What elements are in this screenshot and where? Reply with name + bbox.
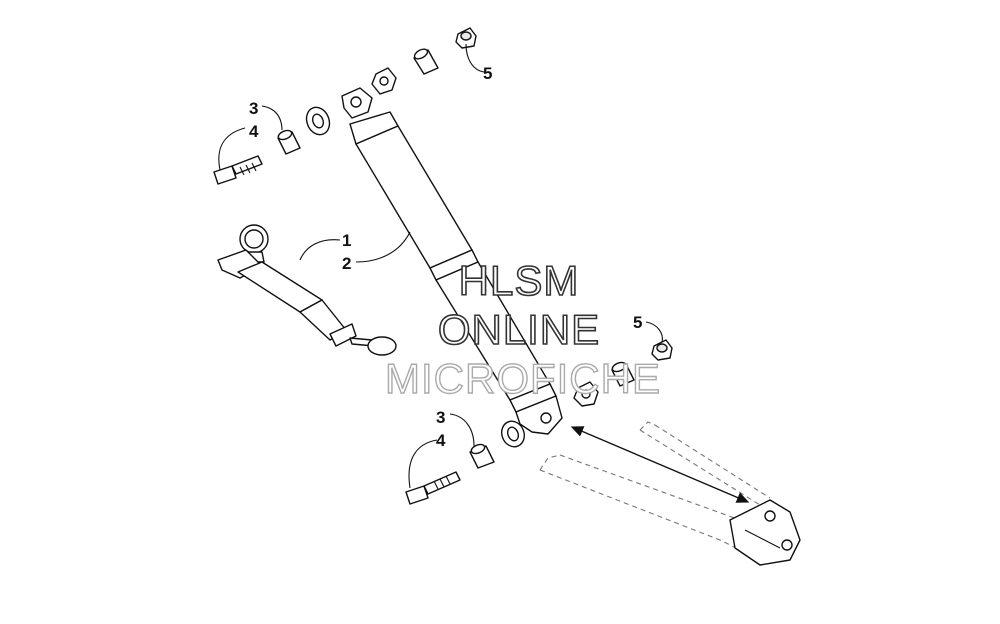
callout-5-bottom: 5 xyxy=(633,313,642,332)
a-arm-ghost xyxy=(539,421,801,566)
upper-bushing-right-icon xyxy=(413,48,439,75)
callout-1: 1 xyxy=(342,231,351,250)
callout-5-top: 5 xyxy=(483,64,492,83)
watermark-line2: ONLINE xyxy=(438,306,600,353)
lower-nut-icon xyxy=(573,381,599,407)
callout-3-top: 3 xyxy=(249,99,258,118)
watermark-line3: MICROFICHE xyxy=(385,355,661,402)
shock-absorber-icon xyxy=(341,87,563,435)
leader-lines xyxy=(218,43,663,489)
callout-3-bottom: 3 xyxy=(436,408,445,427)
callout-4-bottom: 4 xyxy=(436,431,446,450)
upper-sleeve-icon xyxy=(277,129,301,155)
double-arrow-icon xyxy=(570,426,750,503)
lower-bushing-right-icon xyxy=(611,361,635,387)
air-pump-icon xyxy=(217,224,397,356)
callout-4-top: 4 xyxy=(249,122,259,141)
lower-bolt-icon xyxy=(405,471,461,505)
lower-bushing-left-icon xyxy=(500,420,526,448)
upper-bolt-icon xyxy=(213,155,263,185)
upper-bushing-left-icon xyxy=(305,106,331,136)
lower-sleeve-icon xyxy=(469,443,495,469)
watermark-line1: HLSM xyxy=(459,257,580,304)
watermark: HLSM ONLINE MICROFICHE xyxy=(384,256,661,403)
upper-nut-icon xyxy=(371,67,397,95)
callout-2: 2 xyxy=(342,254,351,273)
lower-cap-icon xyxy=(651,339,673,361)
upper-cap-icon xyxy=(455,27,477,49)
